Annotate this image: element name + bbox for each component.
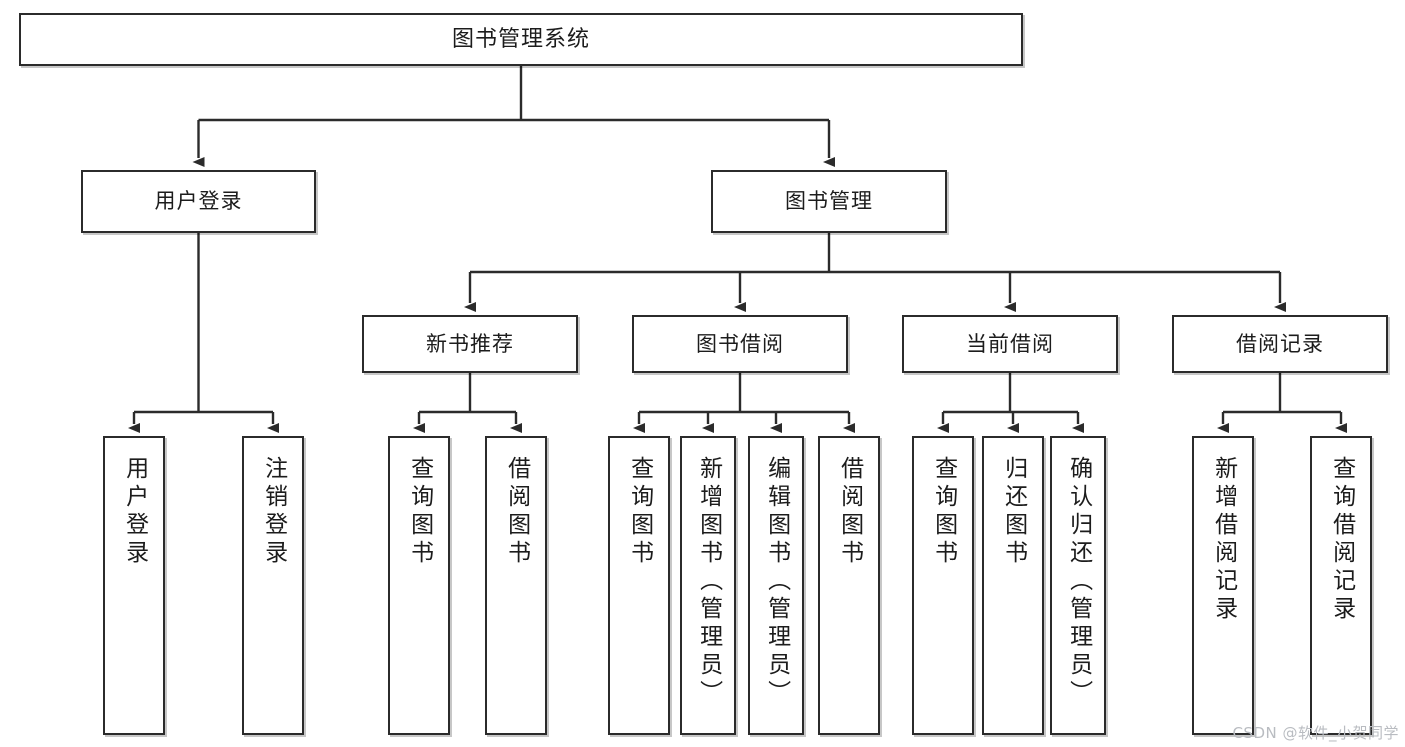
leaf-node-查询图书[interactable]: 查询图书	[912, 436, 974, 735]
branch-node-图书管理[interactable]: 图书管理	[711, 170, 947, 233]
leaf-node-用户登录[interactable]: 用户登录	[103, 436, 165, 735]
leaf-node-查询图书[interactable]: 查询图书	[608, 436, 670, 735]
leaf-node-新增图书管理员[interactable]: 新增图书（管理员）	[680, 436, 736, 735]
node-label: 查询图书	[930, 456, 957, 568]
node-label: 查询借阅记录	[1328, 456, 1355, 624]
leaf-node-编辑图书管理员[interactable]: 编辑图书（管理员）	[748, 436, 804, 735]
node-label: 新书推荐	[426, 331, 514, 356]
branch-node-借阅记录[interactable]: 借阅记录	[1172, 315, 1388, 373]
node-label: 借阅记录	[1236, 331, 1324, 356]
leaf-node-借阅图书[interactable]: 借阅图书	[818, 436, 880, 735]
branch-node-用户登录[interactable]: 用户登录	[81, 170, 316, 233]
node-label: 新增图书（管理员）	[695, 456, 722, 708]
branch-node-图书借阅[interactable]: 图书借阅	[632, 315, 848, 373]
node-label: 归还图书	[1000, 456, 1027, 568]
node-label: 用户登录	[154, 189, 243, 214]
node-label: 确认归还（管理员）	[1065, 456, 1092, 708]
leaf-node-查询图书[interactable]: 查询图书	[388, 436, 450, 735]
watermark-label: CSDN @软件_小贺同学	[1232, 724, 1399, 742]
node-label: 当前借阅	[966, 331, 1054, 356]
leaf-node-新增借阅记录[interactable]: 新增借阅记录	[1192, 436, 1254, 735]
node-label: 查询图书	[406, 456, 433, 568]
node-label: 新增借阅记录	[1210, 456, 1237, 624]
node-label: 图书借阅	[696, 331, 784, 356]
node-label: 编辑图书（管理员）	[763, 456, 790, 708]
node-label: 图书管理系统	[451, 26, 590, 52]
node-label: 注销登录	[260, 456, 287, 568]
node-label: 查询图书	[626, 456, 653, 568]
branch-node-新书推荐[interactable]: 新书推荐	[362, 315, 578, 373]
leaf-node-借阅图书[interactable]: 借阅图书	[485, 436, 547, 735]
node-label: 借阅图书	[836, 456, 863, 568]
leaf-node-归还图书[interactable]: 归还图书	[982, 436, 1044, 735]
leaf-node-注销登录[interactable]: 注销登录	[242, 436, 304, 735]
leaf-node-确认归还管理员[interactable]: 确认归还（管理员）	[1050, 436, 1106, 735]
edge-layer	[128, 66, 1347, 433]
node-label: 借阅图书	[503, 456, 530, 568]
node-label: 图书管理	[785, 189, 873, 214]
branch-node-当前借阅[interactable]: 当前借阅	[902, 315, 1118, 373]
node-label: 用户登录	[121, 456, 148, 568]
leaf-node-查询借阅记录[interactable]: 查询借阅记录	[1310, 436, 1372, 735]
root-node-图书管理系统[interactable]: 图书管理系统	[19, 13, 1023, 66]
